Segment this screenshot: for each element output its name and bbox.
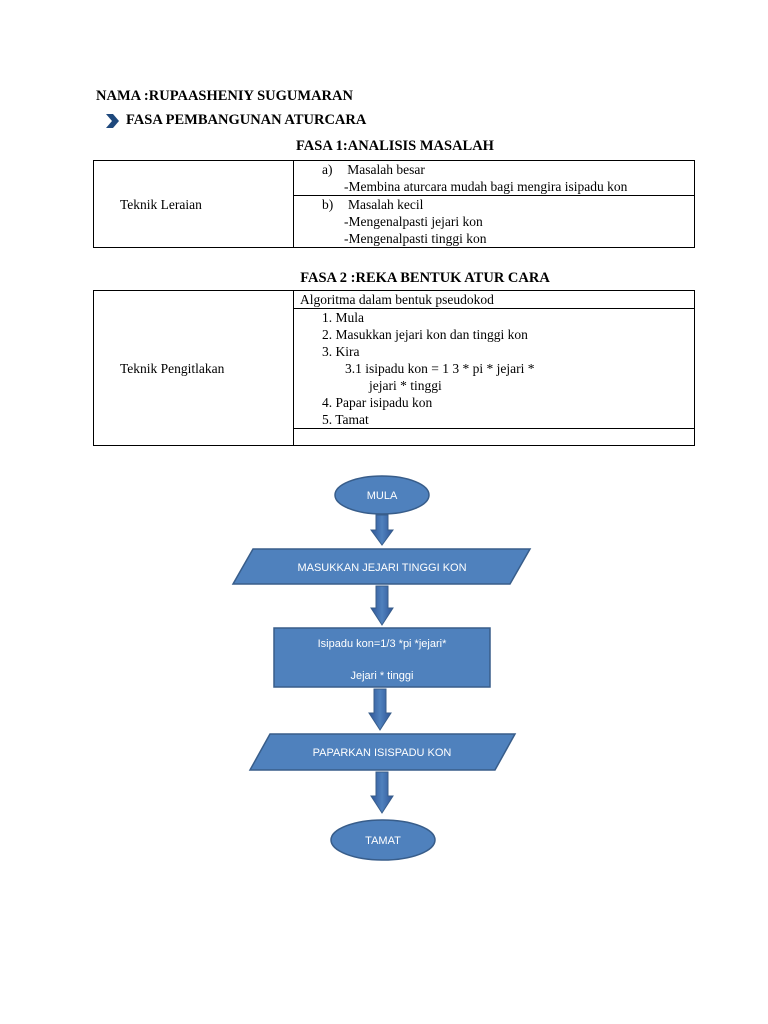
output-node	[248, 733, 517, 771]
step-line: 3.1 isipadu kon = 1 3 * pi * jejari *	[345, 361, 535, 376]
block-b-heading: Masalah kecil	[348, 197, 424, 212]
flow-arrow	[370, 771, 394, 814]
phase-heading-text: FASA PEMBANGUNAN ATURCARA	[126, 112, 367, 128]
block-b-line: -Mengenalpasti jejari kon	[344, 214, 483, 229]
process-label-line1: Isipadu kon=1/3 *pi *jejari*	[318, 638, 447, 650]
flow-arrow	[370, 514, 394, 546]
fasa2-title: FASA 2 :REKA BENTUK ATUR CARA	[300, 270, 550, 286]
end-label: TAMAT	[365, 835, 401, 847]
input-node	[231, 548, 532, 585]
fasa1-table: Teknik Leraian a) Masalah besar -Membina…	[93, 160, 695, 248]
empty-cell	[293, 428, 695, 446]
phase-heading: FASA PEMBANGUNAN ATURCARA	[104, 112, 366, 129]
student-name: NAMA :RUPAASHENIY SUGUMARAN	[96, 88, 353, 104]
step-line: 3. Kira	[322, 344, 360, 359]
process-node	[273, 627, 491, 688]
pseudokod-steps: 1. Mula 2. Masukkan jejari kon dan tingg…	[293, 308, 695, 429]
step-line: 5. Tamat	[322, 412, 369, 427]
block-a-heading: Masalah besar	[347, 162, 425, 177]
output-label: PAPARKAN ISISPADU KON	[313, 747, 452, 759]
step-line: 4. Papar isipadu kon	[322, 395, 433, 410]
chevron-right-icon	[106, 113, 119, 128]
input-label: MASUKKAN JEJARI TINGGI KON	[297, 562, 466, 574]
block-b-line: -Mengenalpasti tinggi kon	[344, 231, 487, 246]
process-label-line2: Jejari * tinggi	[351, 670, 414, 682]
flow-arrow	[370, 585, 394, 626]
block-a-marker: a)	[322, 162, 333, 177]
start-node	[334, 475, 430, 515]
fasa2-technique: Teknik Pengitlakan	[120, 360, 225, 376]
step-line: jejari * tinggi	[369, 378, 442, 393]
step-line: 2. Masukkan jejari kon dan tinggi kon	[322, 327, 528, 342]
fasa1-title: FASA 1:ANALISIS MASALAH	[296, 138, 494, 154]
flow-arrow	[368, 688, 392, 731]
end-node	[330, 819, 436, 861]
block-b-marker: b)	[322, 197, 334, 212]
block-a-line: -Membina aturcara mudah bagi mengira isi…	[344, 179, 628, 194]
fasa1-technique-cell: Teknik Leraian	[93, 160, 294, 248]
fasa1-block-b: b) Masalah kecil -Mengenalpasti jejari k…	[293, 195, 695, 248]
step-line: 1. Mula	[322, 310, 364, 325]
fasa2-table: Teknik Pengitlakan Algoritma dalam bentu…	[93, 290, 695, 446]
fasa1-technique: Teknik Leraian	[120, 196, 202, 212]
fasa2-technique-cell: Teknik Pengitlakan	[93, 290, 294, 446]
start-label: MULA	[367, 490, 398, 502]
